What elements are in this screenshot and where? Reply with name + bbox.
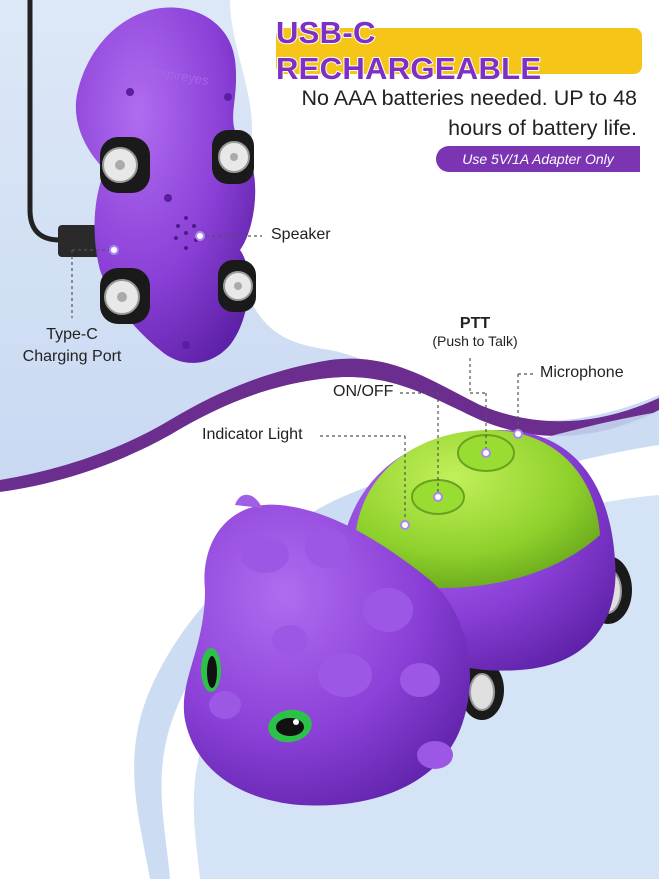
wheel-bottom-right — [218, 260, 256, 312]
on-off-label: ON/OFF — [333, 383, 394, 400]
wheel-top-right — [212, 130, 254, 184]
speaker-label: Speaker — [271, 226, 331, 243]
ptt-label-title: PTT — [459, 315, 491, 332]
wheel-bottom-left — [100, 268, 150, 324]
adapter-notice-text: Use 5V/1A Adapter Only — [462, 151, 614, 167]
battery-description-line1: No AAA batteries needed. UP to 48 — [301, 86, 637, 110]
headline-text: USB-C RECHARGEABLE — [275, 14, 542, 87]
charging-port-label-line2: Charging Port — [22, 348, 122, 365]
toy-dinosaur — [183, 430, 632, 806]
ptt-label: PTT (Push to Talk) — [420, 315, 530, 349]
indicator-light-label: Indicator Light — [202, 426, 303, 443]
charging-port-label: Type-C Charging Port — [14, 324, 130, 368]
wheel-top-left — [100, 137, 150, 193]
charging-port-label-line1: Type-C — [46, 326, 98, 343]
headline-banner: USB-C RECHARGEABLE — [275, 14, 642, 87]
microphone-label: Microphone — [540, 364, 624, 381]
adapter-notice-badge: Use 5V/1A Adapter Only — [436, 146, 640, 172]
battery-description: No AAA batteries needed. UP to 48 hours … — [257, 83, 637, 143]
ptt-label-subtitle: (Push to Talk) — [432, 333, 518, 349]
battery-description-line2: hours of battery life. — [448, 116, 637, 140]
toy-underside — [27, 0, 256, 363]
